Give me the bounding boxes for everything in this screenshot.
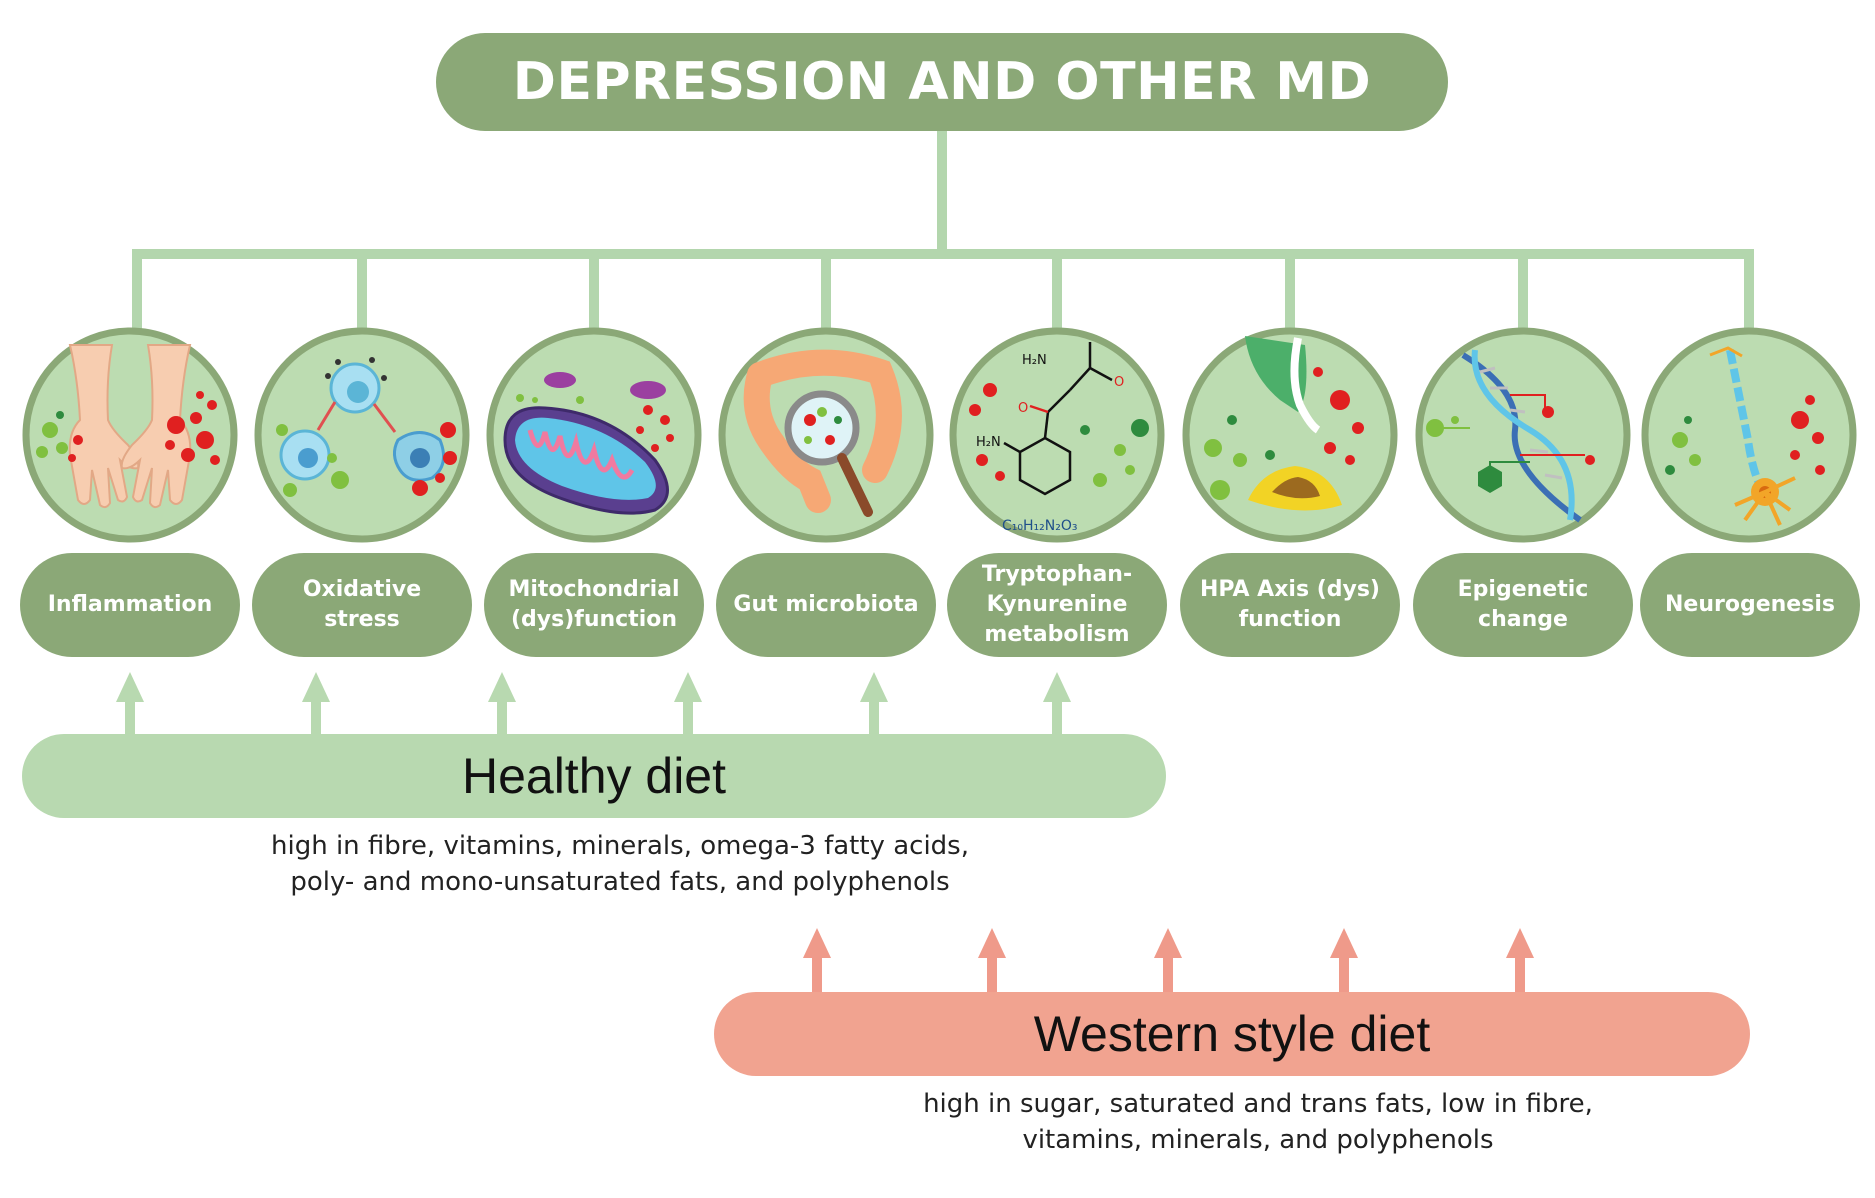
circle-epigenetic xyxy=(1415,327,1631,543)
healthy-arrow xyxy=(1043,672,1071,735)
healthy-arrow xyxy=(674,672,702,735)
western-arrow xyxy=(803,928,831,995)
label-inflammation: Inflammation xyxy=(20,553,240,657)
intestine-magnifier-icon xyxy=(743,349,902,517)
label-mitochondrial: Mitochondrial (dys)function xyxy=(484,553,704,657)
page-title-text: DEPRESSION AND OTHER MD xyxy=(512,52,1372,112)
neuron-icon xyxy=(1665,346,1825,526)
dna-helix-icon xyxy=(1426,349,1595,523)
adrenal-gland-icon xyxy=(1204,336,1364,511)
label-text: Mitochondrial (dys)function xyxy=(508,577,680,632)
label-text: Oxidative stress xyxy=(302,577,422,632)
label-gut-microbiota: Gut microbiota xyxy=(716,553,936,657)
western-diet-label: Western style diet xyxy=(1033,1006,1431,1062)
page-title: DEPRESSION AND OTHER MD xyxy=(436,33,1448,131)
western-arrow xyxy=(978,928,1006,995)
healthy-diet-bar: Healthy diet xyxy=(22,734,1166,818)
healthy-arrow xyxy=(302,672,330,735)
connector-lines xyxy=(132,130,1754,332)
western-arrow xyxy=(1154,928,1182,995)
western-diet-arrows xyxy=(803,928,1534,995)
molecule-oxygen-2: O xyxy=(1018,401,1028,416)
label-hpa-axis: HPA Axis (dys) function xyxy=(1180,553,1400,657)
molecule-amino: H₂N xyxy=(1022,353,1047,368)
label-text: Neurogenesis xyxy=(1665,592,1835,617)
healthy-diet-description: high in fibre, vitamins, minerals, omega… xyxy=(271,831,969,897)
label-oxidative-stress: Oxidative stress xyxy=(252,553,472,657)
label-text: Gut microbiota xyxy=(733,592,919,617)
western-diet-bar: Western style diet xyxy=(714,992,1750,1076)
hands-icon xyxy=(36,344,220,509)
healthy-diet-label: Healthy diet xyxy=(461,748,727,804)
molecule-oxygen-1: O xyxy=(1114,375,1124,390)
molecule-formula: C₁₀H₁₂N₂O₃ xyxy=(1002,518,1077,534)
healthy-arrow xyxy=(116,672,144,735)
western-arrow xyxy=(1330,928,1358,995)
mitochondrion-icon xyxy=(503,372,674,515)
label-tryptophan: Tryptophan- Kynurenine metabolism xyxy=(947,553,1167,657)
molecule-amine: H₂N xyxy=(976,435,1001,450)
label-text: Tryptophan- Kynurenine metabolism xyxy=(981,562,1133,647)
kynurenine-molecule-icon: H₂N H₂N O O C₁₀H₁₂N₂O₃ xyxy=(969,342,1149,534)
label-epigenetic: Epigenetic change xyxy=(1413,553,1633,657)
label-neurogenesis: Neurogenesis xyxy=(1640,553,1860,657)
label-text: HPA Axis (dys) function xyxy=(1199,577,1380,632)
circle-tryptophan xyxy=(949,327,1165,543)
western-arrow xyxy=(1506,928,1534,995)
label-text: Epigenetic change xyxy=(1457,577,1589,632)
western-diet-description: high in sugar, saturated and trans fats,… xyxy=(923,1089,1593,1155)
circle-hpa-axis xyxy=(1182,327,1398,543)
healthy-arrow xyxy=(488,672,516,735)
label-text: Inflammation xyxy=(47,592,213,617)
healthy-arrow xyxy=(860,672,888,735)
cell-icon xyxy=(276,357,457,497)
healthy-diet-arrows xyxy=(116,672,1071,735)
